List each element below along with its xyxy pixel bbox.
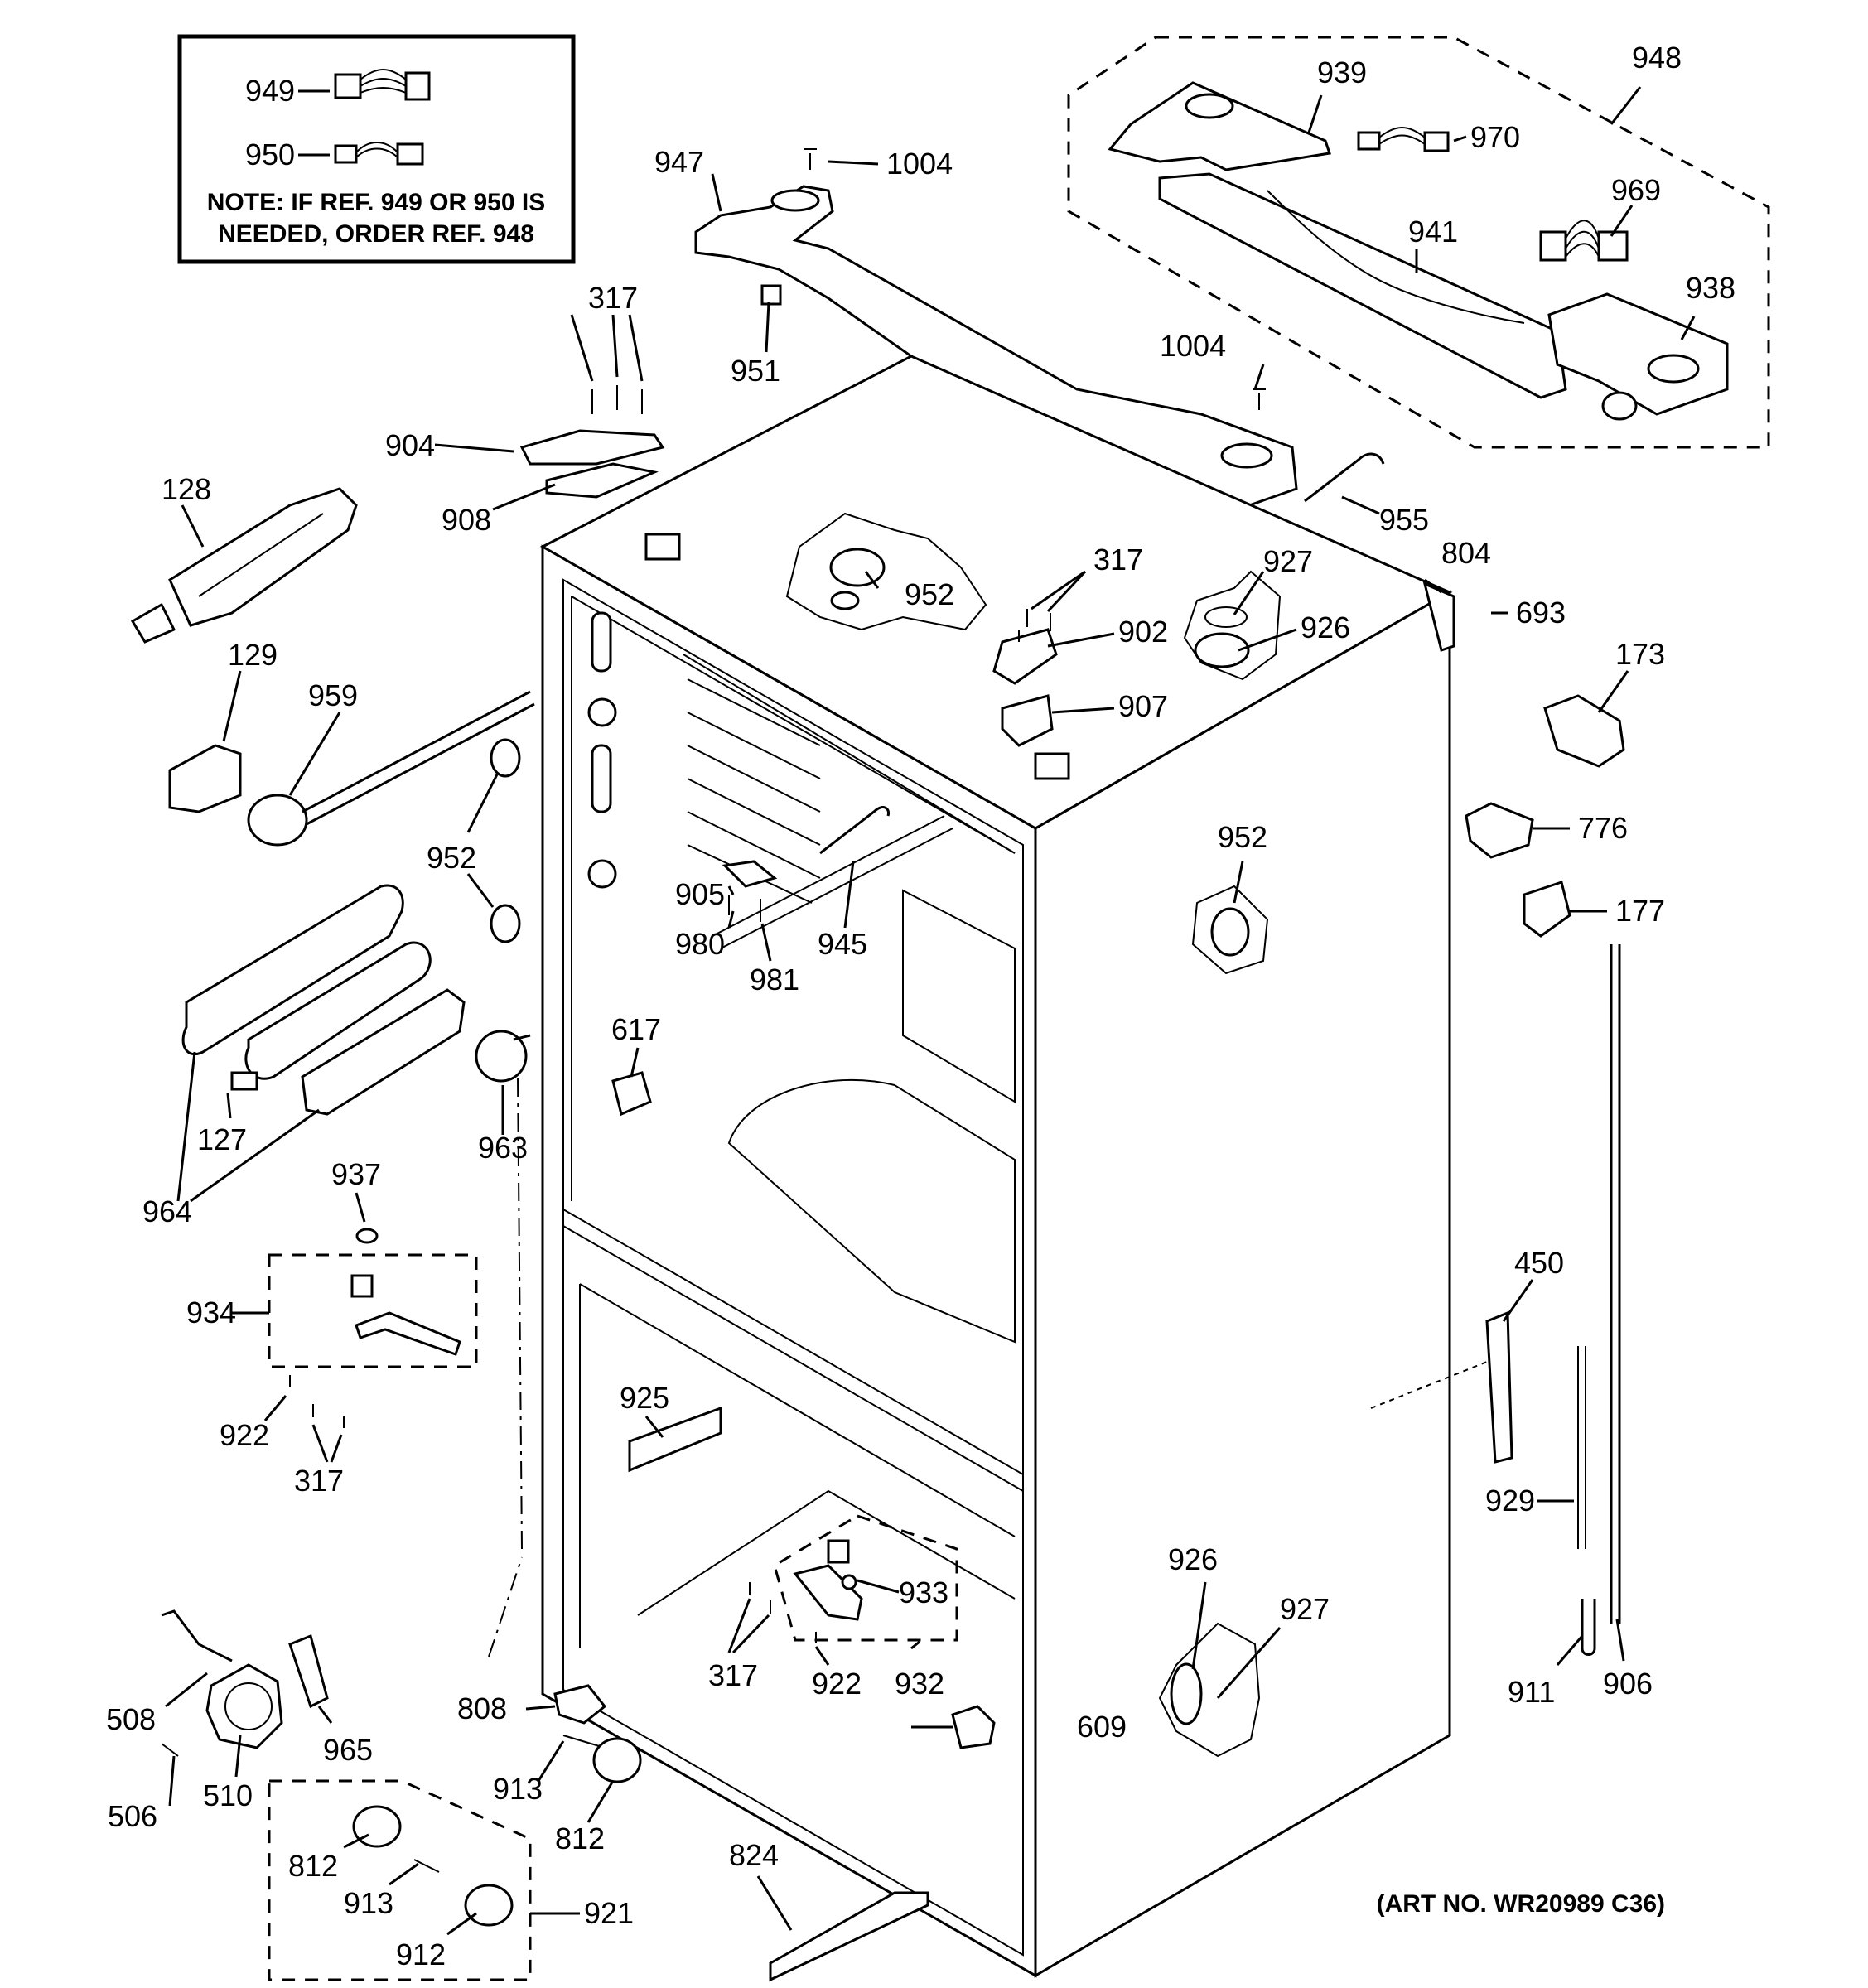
callout-317-left: 317	[294, 1464, 344, 1498]
callout-908: 908	[442, 503, 491, 537]
callout-926-top: 926	[1301, 610, 1350, 644]
right-column-parts: 173 776 177 450 929 911 906	[1465, 637, 1665, 1709]
callout-932: 932	[895, 1667, 944, 1701]
callout-922-bottom: 922	[812, 1667, 862, 1701]
callout-980: 980	[675, 927, 725, 961]
callout-907: 907	[1118, 689, 1168, 723]
callout-927-top: 927	[1263, 544, 1313, 578]
callout-127: 127	[197, 1122, 247, 1156]
callout-981: 981	[750, 963, 799, 996]
callout-952-right: 952	[1218, 820, 1267, 854]
art-number: (ART NO. WR20989 C36)	[1377, 1890, 1665, 1918]
note-line-1: NOTE: IF REF. 949 OR 950 IS	[207, 189, 545, 216]
callout-929: 929	[1485, 1484, 1535, 1518]
callout-911: 911	[1508, 1675, 1555, 1709]
callout-945: 945	[818, 927, 867, 961]
callout-508: 508	[106, 1702, 156, 1736]
callout-941: 941	[1408, 215, 1458, 248]
callout-177: 177	[1615, 894, 1665, 928]
callout-912: 912	[396, 1937, 446, 1971]
callout-317-bottom: 317	[708, 1658, 758, 1692]
callout-317-center: 317	[1093, 543, 1143, 577]
left-parts-upper: 128 129 959 952	[130, 472, 535, 943]
callout-129: 129	[228, 638, 278, 672]
callout-963: 963	[478, 1131, 528, 1165]
callout-934: 934	[186, 1296, 236, 1329]
callout-948: 948	[1632, 41, 1682, 75]
callout-128: 128	[162, 472, 211, 506]
bottom-left-parts: 508 510 506 965	[106, 1076, 523, 1833]
callout-959: 959	[308, 678, 358, 712]
callout-926-bottom: 926	[1168, 1542, 1218, 1576]
callout-450: 450	[1514, 1246, 1564, 1280]
callout-776: 776	[1578, 811, 1628, 845]
callout-808: 808	[457, 1691, 507, 1725]
callout-804: 804	[1441, 536, 1491, 570]
callout-949: 949	[245, 74, 295, 108]
foot-kit-921: 812 913 921 912	[268, 1779, 634, 1981]
callout-947: 947	[654, 145, 704, 179]
callout-937: 937	[331, 1157, 381, 1191]
callout-939: 939	[1317, 55, 1367, 89]
refrigerator-cabinet	[539, 355, 1496, 1978]
callout-955: 955	[1379, 503, 1429, 537]
callout-964: 964	[142, 1194, 192, 1228]
callout-913-center: 913	[493, 1772, 543, 1806]
callout-913-kit: 913	[344, 1886, 393, 1920]
callout-506: 506	[108, 1799, 157, 1833]
callout-965: 965	[323, 1733, 373, 1767]
callout-950: 950	[245, 138, 295, 171]
callout-824: 824	[729, 1838, 779, 1872]
filter-group: 127 963 964	[142, 884, 531, 1228]
callout-921: 921	[584, 1896, 634, 1930]
callout-969: 969	[1611, 173, 1661, 207]
valve-kit-934: 937 934 922 317	[186, 1157, 478, 1498]
callout-617: 617	[611, 1012, 661, 1046]
callout-906: 906	[1603, 1667, 1653, 1701]
callout-952-top: 952	[905, 577, 954, 611]
callout-952-left: 952	[427, 841, 476, 875]
callout-812-kit: 812	[288, 1849, 338, 1883]
hinge-group-left: 317 904 908	[385, 281, 665, 537]
callout-933: 933	[899, 1575, 948, 1609]
callout-904: 904	[385, 428, 435, 462]
callout-1004-top: 1004	[886, 147, 953, 181]
callout-902: 902	[1118, 615, 1168, 649]
valve-kit-932: 933 932 317 922	[708, 1514, 958, 1701]
kit-948-group: 939 948 970 969 941 938	[1067, 36, 1770, 449]
callout-922-left: 922	[220, 1418, 269, 1452]
callout-173: 173	[1615, 637, 1665, 671]
callout-1004-right: 1004	[1160, 329, 1226, 363]
callout-927-bottom: 927	[1280, 1592, 1330, 1626]
callout-609: 609	[1077, 1710, 1127, 1744]
cabinet-callouts: 952 317 927 804 693 926 902 907 952 905 …	[611, 536, 1566, 1744]
callout-693: 693	[1516, 596, 1566, 630]
note-line-2: NEEDED, ORDER REF. 948	[218, 220, 534, 248]
callout-905: 905	[675, 877, 725, 911]
callout-510: 510	[203, 1778, 253, 1812]
callout-938: 938	[1686, 271, 1735, 305]
callout-951: 951	[731, 354, 780, 388]
callout-812-center: 812	[555, 1822, 605, 1855]
note-box: 949 950 NOTE: IF REF. 949 OR 950 IS NEED…	[177, 34, 576, 264]
callout-317-top: 317	[588, 281, 638, 315]
bottom-center-parts: 808 913 812 824	[457, 1684, 929, 1982]
callout-925: 925	[620, 1381, 669, 1415]
callout-970: 970	[1470, 120, 1520, 154]
